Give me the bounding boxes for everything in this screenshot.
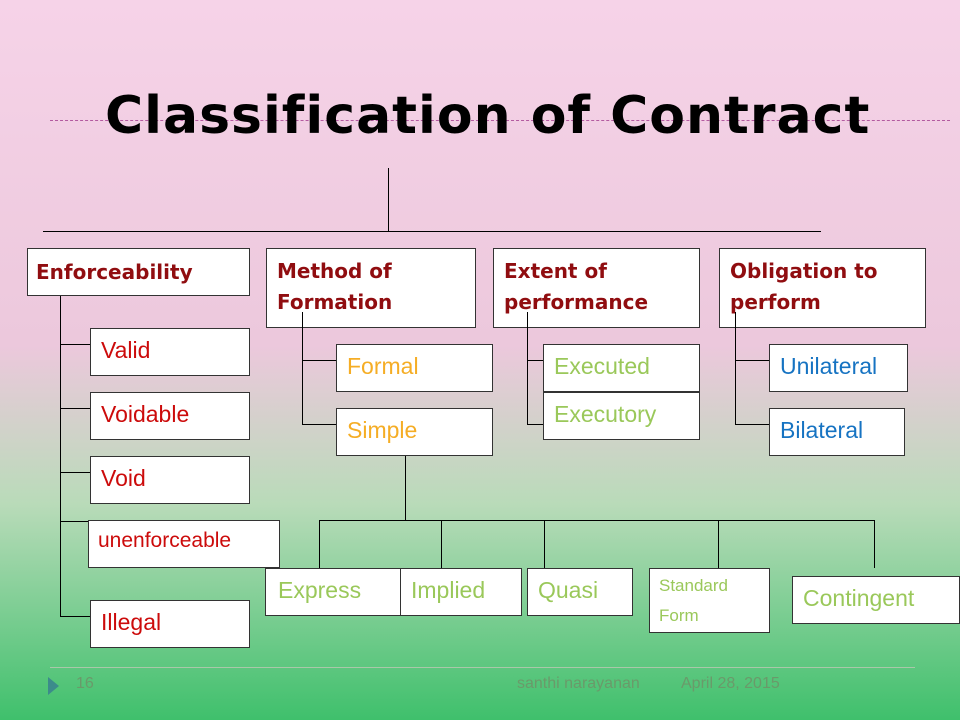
formation-trunk-line	[302, 312, 303, 424]
item-quasi: Quasi	[527, 568, 633, 616]
item-bilateral: Bilateral	[769, 408, 905, 456]
connector	[527, 360, 543, 361]
connector	[302, 424, 336, 425]
simple-types-bus-line	[319, 520, 875, 521]
root-connector	[388, 168, 389, 231]
item-executed: Executed	[543, 344, 700, 392]
item-illegal: Illegal	[90, 600, 250, 648]
connector	[60, 408, 90, 409]
enforceability-trunk-line	[60, 296, 61, 616]
obligation-trunk-line	[735, 312, 736, 424]
footer-rule	[50, 667, 915, 668]
connector	[302, 360, 336, 361]
item-void: Void	[90, 456, 250, 504]
connector	[60, 521, 90, 522]
connector	[60, 344, 90, 345]
connector	[527, 424, 543, 425]
item-contingent: Contingent	[792, 576, 960, 624]
connector	[319, 520, 320, 568]
item-implied: Implied	[400, 568, 522, 616]
slide-title: Classification of Contract	[105, 86, 871, 146]
category-extent-of-performance: Extent of performance	[493, 248, 700, 328]
footer-author: santhi narayanan	[517, 675, 640, 692]
item-executory: Executory	[543, 392, 700, 440]
play-arrow-icon	[48, 677, 59, 695]
category-obligation-to-perform: Obligation to perform	[719, 248, 926, 328]
item-simple: Simple	[336, 408, 493, 456]
connector	[735, 424, 769, 425]
item-unilateral: Unilateral	[769, 344, 908, 392]
footer-date: April 28, 2015	[681, 675, 780, 692]
title-dashed-rule	[50, 120, 950, 121]
category-enforceability: Enforceability	[27, 248, 250, 296]
connector	[441, 520, 442, 568]
connector	[874, 520, 875, 568]
item-valid: Valid	[90, 328, 250, 376]
item-express: Express	[265, 568, 401, 616]
connector	[60, 616, 90, 617]
simple-connector	[405, 456, 406, 520]
connector	[60, 472, 90, 473]
category-bus-line	[43, 231, 821, 232]
connector	[735, 360, 769, 361]
item-unenforceable: unenforceable	[88, 520, 280, 568]
connector	[718, 520, 719, 568]
item-voidable: Voidable	[90, 392, 250, 440]
item-standard-form: Standard Form	[649, 568, 770, 633]
item-formal: Formal	[336, 344, 493, 392]
connector	[544, 520, 545, 568]
performance-trunk-line	[527, 312, 528, 424]
page-number: 16	[76, 675, 94, 692]
category-method-of-formation: Method of Formation	[266, 248, 476, 328]
